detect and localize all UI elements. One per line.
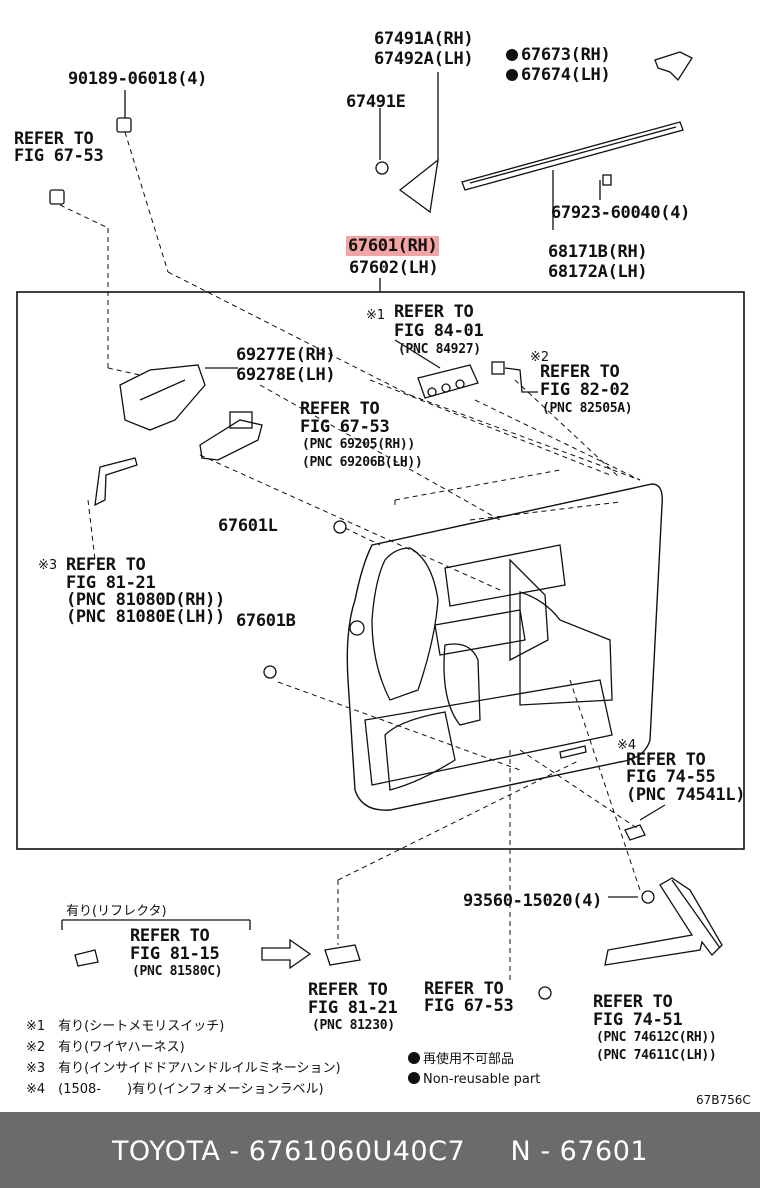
label-67492a: 67492A(LH) [374,49,474,69]
label-refer-81-21-a-fig: FIG 81-21 [66,573,156,593]
label-refer-67-53-b: REFER TO [300,399,380,419]
label-67923: 67923-60040(4) [551,203,691,223]
note-3: ※3 有り(インサイドドアハンドルイルミネーション) [26,1061,341,1076]
label-67491a: 67491A(RH) [374,29,474,49]
marker-1: ※1 [366,308,386,323]
label-reflector-note: 有り(リフレクタ) [66,904,167,919]
label-67602-lh: 67602(LH) [349,258,439,278]
note-1: ※1 有り(シートメモリスイッチ) [26,1019,225,1034]
label-refer-74-51-pnc-rh: (PNC 74612C(RH)) [596,1030,717,1045]
label-refer-82-02: REFER TO [540,362,620,382]
label-refer-74-51-fig: FIG 74-51 [593,1010,683,1030]
legend-en-text: Non-reusable part [423,1072,541,1087]
label-refer-84-01-pnc: (PNC 84927) [398,342,481,357]
label-69277e: 69277E(RH) [236,345,336,365]
label-refer-81-15-pnc: (PNC 81580C) [132,964,223,979]
legend-jp: 再使用不可部品 [408,1052,514,1068]
label-93560: 93560-15020(4) [463,891,603,911]
label-refer-81-21-a-pnc-rh: (PNC 81080D(RH)) [66,590,225,610]
label-refer-74-55: REFER TO [626,750,706,770]
note-4: ※4 (1508- )有り(インフォメーションラベル) [26,1082,324,1097]
label-67674-text: 67674(LH) [521,65,611,85]
label-67674: 67674(LH) [506,65,611,85]
label-refer-67-53-b-fig: FIG 67-53 [300,417,390,437]
label-refer-84-01: REFER TO [394,302,474,322]
footer-text: TOYOTA - 6761060U40C7 N - 67601 [111,1136,649,1167]
label-refer-74-51-pnc-lh: (PNC 74611C(LH)) [596,1048,717,1063]
label-69278e: 69278E(LH) [236,365,336,385]
legend-en: Non-reusable part [408,1072,540,1088]
label-refer-67-53-a: REFER TO [14,129,94,149]
marker-2: ※2 [530,350,550,365]
non-reusable-dot-icon [506,69,518,81]
marker-3: ※3 [38,558,58,573]
label-90189: 90189-06018(4) [68,69,208,89]
label-refer-81-21-b-fig: FIG 81-21 [308,998,398,1018]
label-67601-rh: 67601(RH) [346,236,440,256]
non-reusable-dot-icon [408,1052,420,1064]
label-refer-82-02-fig: FIG 82-02 [540,380,630,400]
label-refer-82-02-pnc: (PNC 82505A) [542,401,633,416]
label-68172a: 68172A(LH) [548,262,648,282]
figure-code: 67B756C [696,1093,751,1107]
label-refer-74-55-fig: FIG 74-55 [626,767,716,787]
label-67601-rh-text: 67601(RH) [346,236,440,256]
label-refer-81-21-a-pnc-lh: (PNC 81080E(LH)) [66,607,225,627]
note-2: ※2 有り(ワイヤハーネス) [26,1040,185,1055]
label-refer-81-15: REFER TO [130,926,210,946]
label-refer-67-53-b-pnc-lh: (PNC 69206B(LH)) [302,455,423,470]
label-refer-81-21-a: REFER TO [66,555,146,575]
marker-4: ※4 [617,738,637,753]
label-refer-81-15-fig: FIG 81-15 [130,944,220,964]
label-67601l: 67601L [218,516,278,536]
label-refer-74-51: REFER TO [593,992,673,1012]
legend-jp-text: 再使用不可部品 [423,1052,515,1067]
label-refer-67-53-c: REFER TO [424,979,504,999]
label-67601b: 67601B [236,611,296,631]
label-67673-text: 67673(RH) [521,45,611,65]
door-trim-outline [346,483,663,811]
label-refer-84-01-fig: FIG 84-01 [394,321,484,341]
label-refer-67-53-c-fig: FIG 67-53 [424,996,514,1016]
label-67491e: 67491E [346,92,406,112]
label-67673: 67673(RH) [506,45,611,65]
label-refer-81-21-b-pnc: (PNC 81230) [312,1018,395,1033]
label-refer-67-53-b-pnc-rh: (PNC 69205(RH)) [302,437,415,452]
label-refer-74-55-pnc: (PNC 74541L) [626,785,746,805]
non-reusable-dot-icon [506,49,518,61]
non-reusable-dot-icon [408,1072,420,1084]
label-68171b: 68171B(RH) [548,242,648,262]
label-refer-67-53-a-fig: FIG 67-53 [14,146,104,166]
footer-bar: TOYOTA - 6761060U40C7 N - 67601 [0,1112,760,1188]
parts-diagram [16,51,745,1000]
label-refer-81-21-b: REFER TO [308,980,388,1000]
